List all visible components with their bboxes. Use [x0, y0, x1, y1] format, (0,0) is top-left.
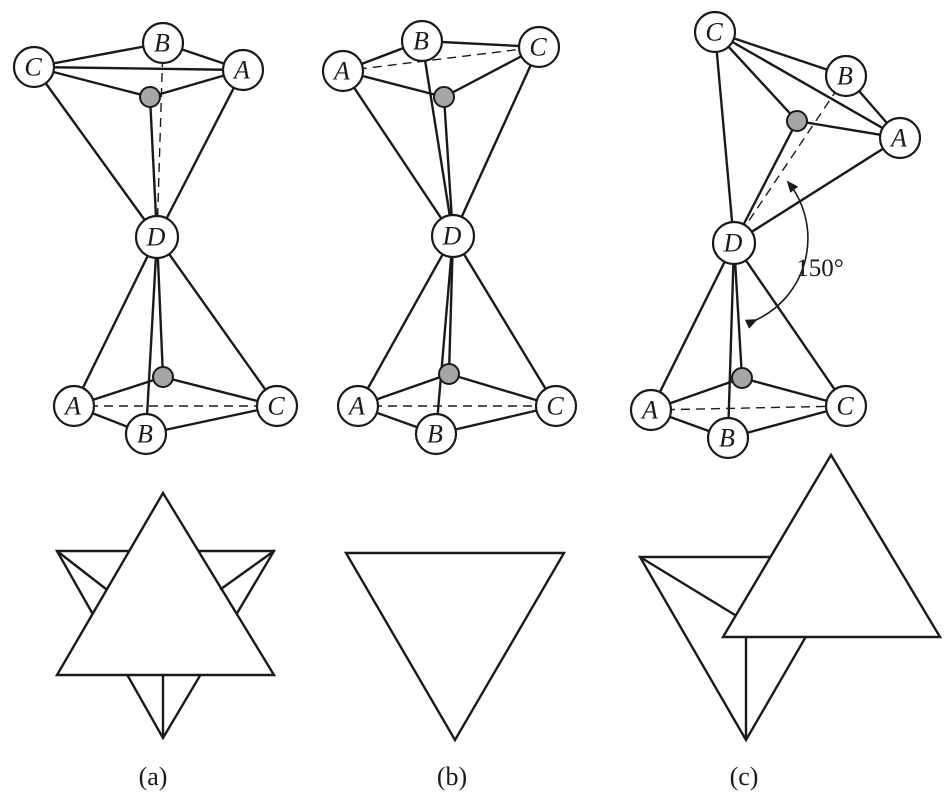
panel-a-atom-top-1 — [12, 45, 56, 89]
panel-c-atom-top-1 — [693, 10, 737, 54]
panel-a-top-center-atom — [139, 86, 161, 108]
panel-b-label-bottom-1: A — [347, 392, 365, 421]
panel-b-label-d: D — [442, 222, 462, 251]
panel-a-projection-up-triangle — [54, 490, 277, 677]
panel-a-caption: (a) — [139, 762, 168, 791]
panel-c-atom-bottom-1 — [629, 388, 673, 432]
panel-c-projection — [637, 452, 943, 743]
panel-a-atom-bottom-1 — [52, 384, 96, 428]
panel-a-atom-top-3 — [221, 48, 265, 92]
panel-c-atom-d — [711, 220, 757, 266]
panel-a-atom-top-2 — [141, 21, 185, 65]
panel-a-atom-d — [134, 214, 180, 260]
panel-c-angle-arc — [744, 180, 809, 329]
panel-b-label-bottom-2: B — [427, 420, 443, 449]
panel-a: C B A D A B C (a) — [12, 21, 299, 791]
panel-c-label-bottom-1: A — [640, 396, 658, 425]
panel-a-label-bottom-2: B — [137, 420, 153, 449]
panel-c: C B A D A B C 150° (c) — [629, 10, 943, 791]
panel-b-projection — [343, 551, 567, 743]
panel-c-label-top-3: A — [889, 124, 907, 153]
panel-c-atom-bottom-3 — [824, 384, 868, 428]
panel-b-atom-top-1 — [321, 49, 365, 93]
panel-c-bottom-center-atom — [731, 367, 753, 389]
panel-b-top-center-atom — [433, 86, 455, 108]
panel-a-projection — [54, 490, 277, 741]
panel-b-caption: (b) — [437, 762, 467, 791]
panel-b: A B C D A B C (b) — [321, 19, 578, 791]
panel-c-label-bottom-2: B — [719, 424, 735, 453]
panel-b-atom-top-2 — [400, 19, 444, 63]
panel-a-label-top-2: B — [154, 29, 170, 58]
panel-a-label-top-3: A — [232, 56, 250, 85]
panel-b-label-top-1: A — [332, 57, 350, 86]
panel-b-atom-bottom-3 — [534, 384, 578, 428]
panel-c-label-bottom-3: C — [836, 392, 854, 421]
panel-b-label-bottom-3: C — [546, 392, 564, 421]
panel-c-label-top-2: B — [837, 62, 853, 91]
panel-b-label-top-3: C — [529, 33, 547, 62]
panel-c-atom-top-2 — [824, 54, 868, 98]
panel-a-label-bottom-3: C — [267, 392, 285, 421]
panel-c-label-top-1: C — [705, 18, 723, 47]
panel-c-label-d: D — [723, 229, 743, 258]
panel-c-angle-label: 150° — [796, 255, 844, 282]
panel-a-label-top-1: C — [24, 53, 42, 82]
panel-b-atom-d — [430, 213, 476, 259]
panel-b-atom-bottom-1 — [336, 384, 380, 428]
panel-b-atom-bottom-2 — [414, 412, 458, 456]
panel-a-label-d: D — [146, 223, 166, 252]
panel-c-top-center-atom — [786, 110, 808, 132]
panel-c-bonds — [649, 30, 902, 440]
panel-a-bottom-center-atom — [152, 366, 174, 388]
panel-b-projection-down-triangle — [343, 551, 567, 743]
panel-b-label-top-2: B — [413, 27, 429, 56]
panel-c-atom-top-3 — [878, 116, 922, 160]
panel-a-atom-bottom-2 — [124, 412, 168, 456]
panel-b-bottom-center-atom — [438, 363, 460, 385]
panel-b-atom-top-3 — [517, 25, 561, 69]
panel-c-caption: (c) — [730, 762, 759, 791]
panel-a-atom-bottom-3 — [255, 384, 299, 428]
panel-a-label-bottom-1: A — [63, 392, 81, 421]
panel-c-projection-up-triangle — [720, 452, 943, 639]
panel-c-atom-bottom-2 — [706, 416, 750, 460]
